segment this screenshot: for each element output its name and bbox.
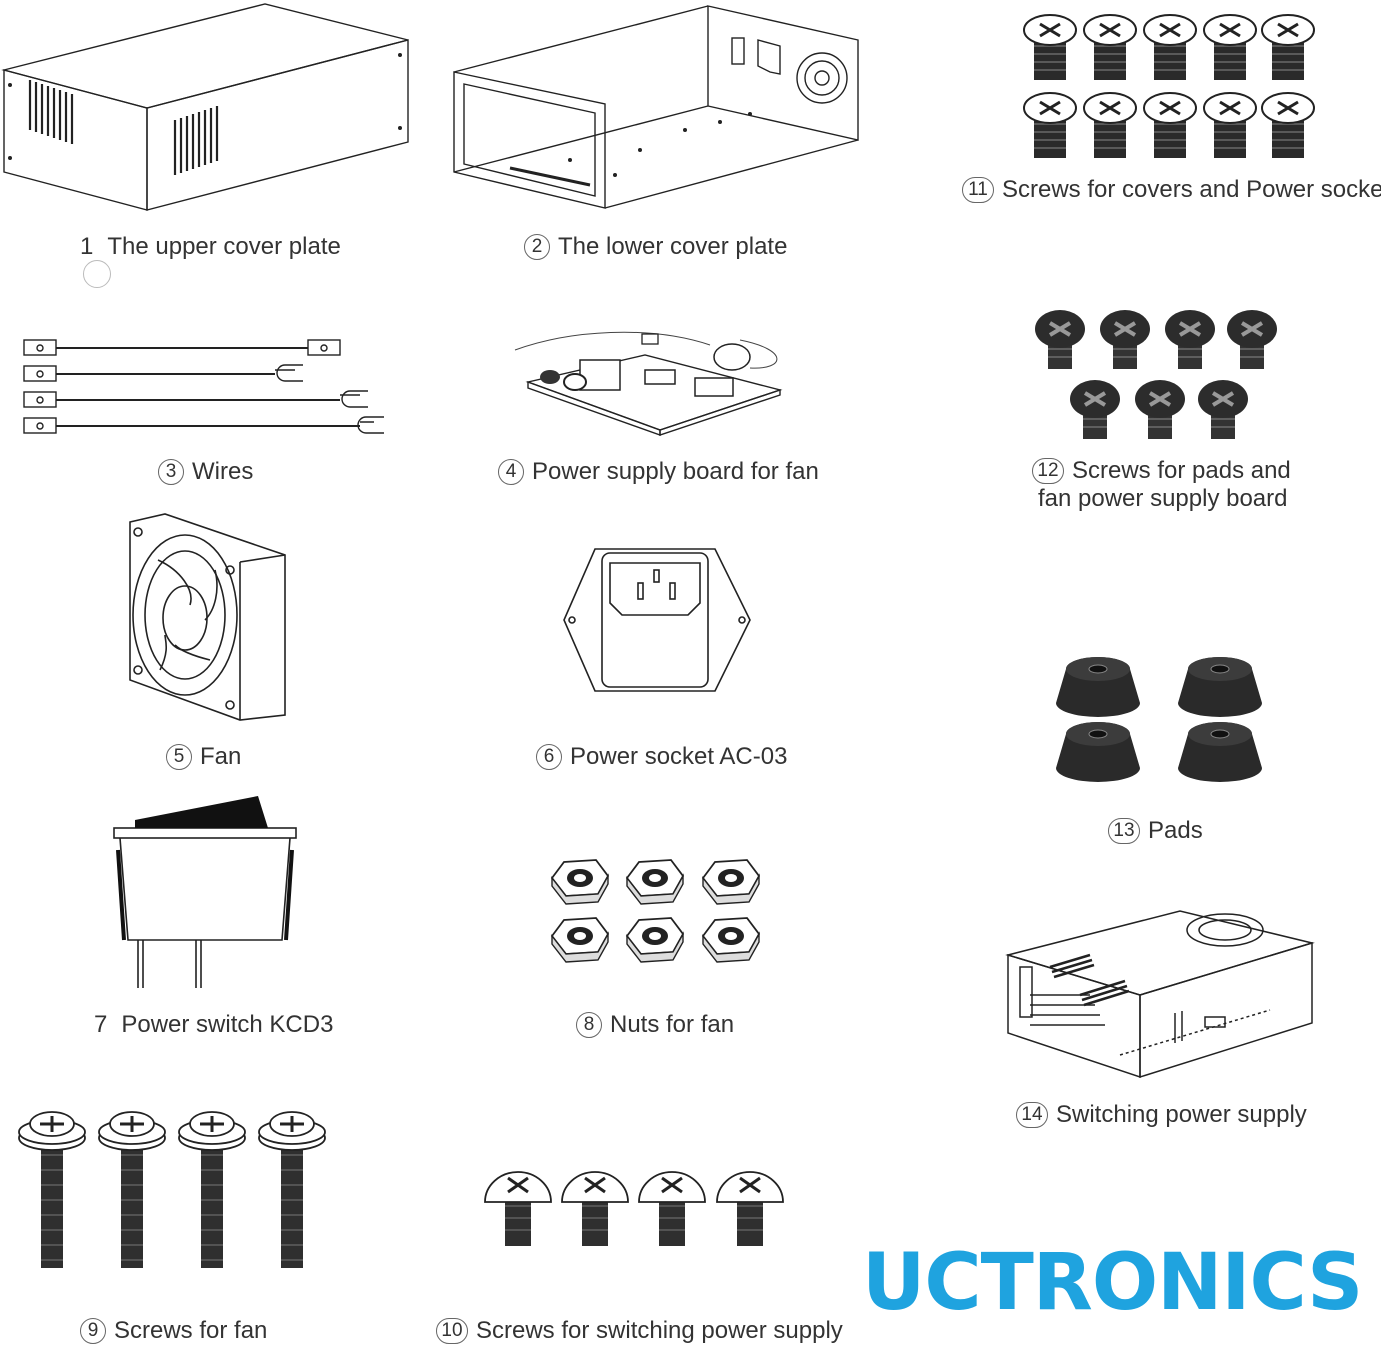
part-12-label: Screws for pads and bbox=[1072, 457, 1291, 484]
part-14-caption: 14 Switching power supply bbox=[1016, 1101, 1307, 1129]
part-11-number: 11 bbox=[962, 177, 994, 203]
fan-nuts-drawing bbox=[551, 859, 760, 963]
part-3-number: 3 bbox=[158, 459, 184, 485]
part-7-label: Power switch KCD3 bbox=[121, 1011, 334, 1038]
fan-drawing bbox=[129, 513, 286, 721]
part-9-caption: 9 Screws for fan bbox=[80, 1317, 267, 1345]
part-13-number: 13 bbox=[1108, 818, 1140, 844]
part-5-caption: 5 Fan bbox=[166, 743, 241, 771]
part-12-caption-line2: fan power supply board bbox=[1038, 485, 1288, 513]
part-5-number: 5 bbox=[166, 744, 192, 770]
uctronics-logo: UCTRONICS bbox=[862, 1238, 1363, 1328]
part-10-number: 10 bbox=[436, 1318, 468, 1344]
part-2-number: 2 bbox=[524, 234, 550, 260]
part-11-caption: 11 Screws for covers and Power socket bbox=[962, 176, 1381, 204]
part-3-label: Wires bbox=[192, 458, 254, 485]
part-1-caption: 1 The upper cover plate bbox=[80, 233, 341, 261]
part-1-label: The upper cover plate bbox=[107, 233, 341, 260]
part-4-label: Power supply board for fan bbox=[532, 458, 819, 485]
part-8-caption: 8 Nuts for fan bbox=[576, 1011, 734, 1039]
part-2-label: The lower cover plate bbox=[558, 233, 788, 260]
part-4-number: 4 bbox=[498, 459, 524, 485]
part-1-number: 1 bbox=[80, 233, 94, 260]
power-socket-drawing bbox=[563, 548, 751, 692]
part-12-caption: 12 Screws for pads and bbox=[1032, 457, 1291, 485]
part-14-label: Switching power supply bbox=[1056, 1101, 1307, 1128]
part-14-number: 14 bbox=[1016, 1102, 1048, 1128]
part-10-caption: 10 Screws for switching power supply bbox=[436, 1317, 843, 1345]
fan-power-board-drawing bbox=[514, 331, 783, 436]
part-6-caption: 6 Power socket AC-03 bbox=[536, 743, 787, 771]
wires-drawing bbox=[23, 339, 384, 434]
part-3-caption: 3 Wires bbox=[158, 458, 253, 486]
lower-cover-plate-drawing bbox=[453, 5, 859, 209]
callout-circle bbox=[83, 260, 111, 288]
upper-cover-plate-drawing bbox=[1, 3, 409, 211]
part-12-number: 12 bbox=[1032, 458, 1064, 484]
part-8-number: 8 bbox=[576, 1012, 602, 1038]
part-6-number: 6 bbox=[536, 744, 562, 770]
psu-screws-drawing bbox=[483, 1170, 785, 1248]
part-11-label: Screws for covers and Power socket bbox=[1002, 176, 1381, 203]
part-4-caption: 4 Power supply board for fan bbox=[498, 458, 819, 486]
part-13-caption: 13 Pads bbox=[1108, 817, 1203, 845]
part-10-label: Screws for switching power supply bbox=[476, 1317, 843, 1344]
part-5-label: Fan bbox=[200, 743, 242, 770]
part-13-label: Pads bbox=[1148, 817, 1203, 844]
part-12-label-line2: fan power supply board bbox=[1038, 485, 1288, 512]
cover-screws-drawing bbox=[1022, 13, 1316, 160]
pads-drawing bbox=[1055, 656, 1263, 783]
part-9-number: 9 bbox=[80, 1318, 106, 1344]
switching-power-supply-drawing bbox=[1005, 910, 1315, 1079]
part-9-label: Screws for fan bbox=[114, 1317, 268, 1344]
part-2-caption: 2 The lower cover plate bbox=[524, 233, 787, 261]
part-6-label: Power socket AC-03 bbox=[570, 743, 788, 770]
power-switch-drawing bbox=[113, 796, 297, 988]
pad-screws-drawing bbox=[1033, 308, 1279, 441]
part-7-caption: 7 Power switch KCD3 bbox=[94, 1011, 333, 1039]
part-7-number: 7 bbox=[94, 1011, 108, 1038]
fan-screws-drawing bbox=[17, 1110, 327, 1270]
part-8-label: Nuts for fan bbox=[610, 1011, 735, 1038]
